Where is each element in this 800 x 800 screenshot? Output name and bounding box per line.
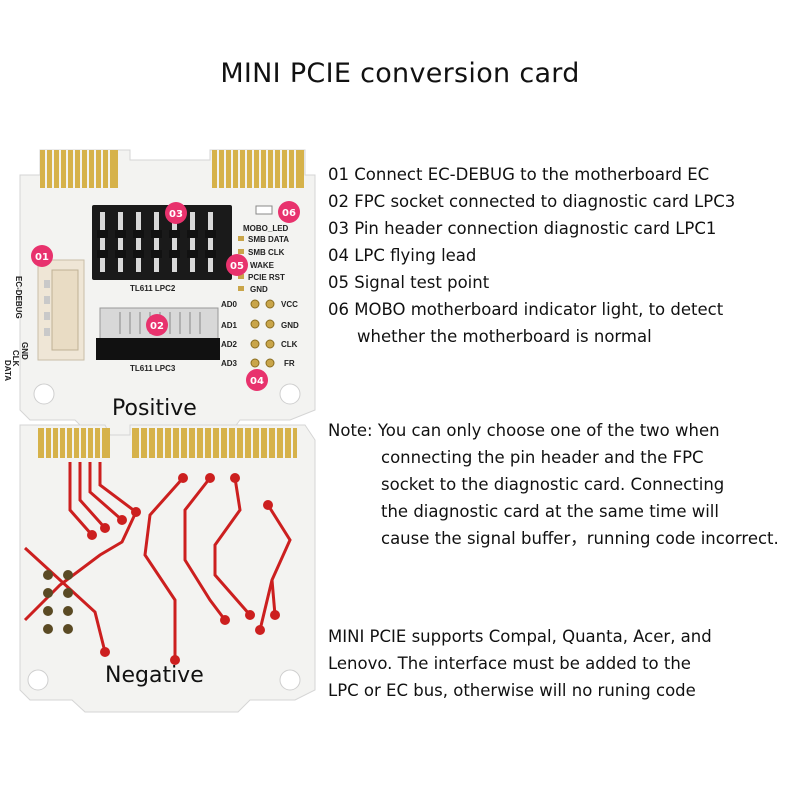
note-line: the diagnostic card at the same time wil… [381,502,719,521]
silk-fr: FR [284,359,295,368]
support-line: Lenovo. The interface must be added to t… [328,654,691,673]
silk-clk-l: CLK [11,350,20,367]
silk-smb-data: SMB DATA [248,235,289,244]
marker-05: 05 [226,254,248,276]
svg-text:04: 04 [250,376,264,387]
gold-fingers-right [212,150,304,188]
pin-header [92,205,232,280]
feature-item: 01 Connect EC-DEBUG to the motherboard E… [328,165,710,184]
feature-item: 06 MOBO motherboard indicator light, to … [328,300,724,319]
negative-label: Negative [105,663,204,688]
silk-ad1: AD1 [221,321,238,330]
silk-pcie-rst: PCIE RST [248,273,285,282]
marker-03: 03 [165,202,187,224]
silk-clk-r: CLK [281,340,298,349]
silk-ad0: AD0 [221,300,238,309]
support-block: MINI PCIE supports Compal, Quanta, Acer,… [328,623,798,704]
svg-text:03: 03 [169,209,183,220]
through-holes [43,570,73,634]
support-line: LPC or EC bus, otherwise will no runing … [328,681,696,700]
feature-item: 03 Pin header connection diagnostic card… [328,219,717,238]
silk-gnd-l: GND [20,342,29,360]
silk-smb-clk: SMB CLK [248,248,285,257]
feature-item: 02 FPC socket connected to diagnostic ca… [328,192,736,211]
gold-fingers-left [40,150,118,188]
note-line: connecting the pin header and the FPC [381,448,704,467]
silk-ad2: AD2 [221,340,238,349]
svg-text:01: 01 [35,252,49,263]
note-line: socket to the diagnostic card. Connectin… [381,475,725,494]
ec-debug-connector [37,259,85,361]
marker-04: 04 [246,369,268,391]
support-line: MINI PCIE supports Compal, Quanta, Acer,… [328,627,712,646]
svg-text:06: 06 [282,208,296,219]
note-block: Note: You can only choose one of the two… [328,417,798,552]
silk-data-l: DATA [3,360,12,381]
silk-gnd-r: GND [281,321,299,330]
silk-ad3: AD3 [221,359,238,368]
svg-text:05: 05 [230,261,244,272]
feature-item-continuation: whether the motherboard is normal [357,327,652,346]
feature-list: 01 Connect EC-DEBUG to the motherboard E… [328,161,788,350]
marker-02: 02 [146,314,168,336]
positive-board: TL611 LPC2 TL611 LPC3 MOBO_LED SMB DATA … [3,149,316,441]
trace-pads [87,473,280,665]
silk-wake: WAKE [250,261,275,270]
gold-fingers-left-neg [38,428,110,458]
silk-gnd: GND [250,285,268,294]
silk-ec-debug: EC-DEBUG [14,276,23,319]
note-line: Note: You can only choose one of the two… [328,421,720,440]
gold-fingers-right-neg [132,428,297,458]
page-title: MINI PCIE conversion card [220,58,580,89]
feature-item: 04 LPC flying lead [328,246,477,265]
feature-item: 05 Signal test point [328,273,490,292]
silk-lpc3: TL611 LPC3 [130,364,176,373]
silk-lpc2: TL611 LPC2 [130,284,176,293]
negative-board [19,424,316,713]
mobo-led [255,205,273,215]
marker-06: 06 [278,201,300,223]
note-line: cause the signal buffer，running code inc… [381,529,779,548]
svg-text:02: 02 [150,321,164,332]
silk-mobo-led: MOBO_LED [243,224,289,233]
positive-label: Positive [112,396,197,421]
marker-01: 01 [31,245,53,267]
silk-vcc: VCC [281,300,298,309]
